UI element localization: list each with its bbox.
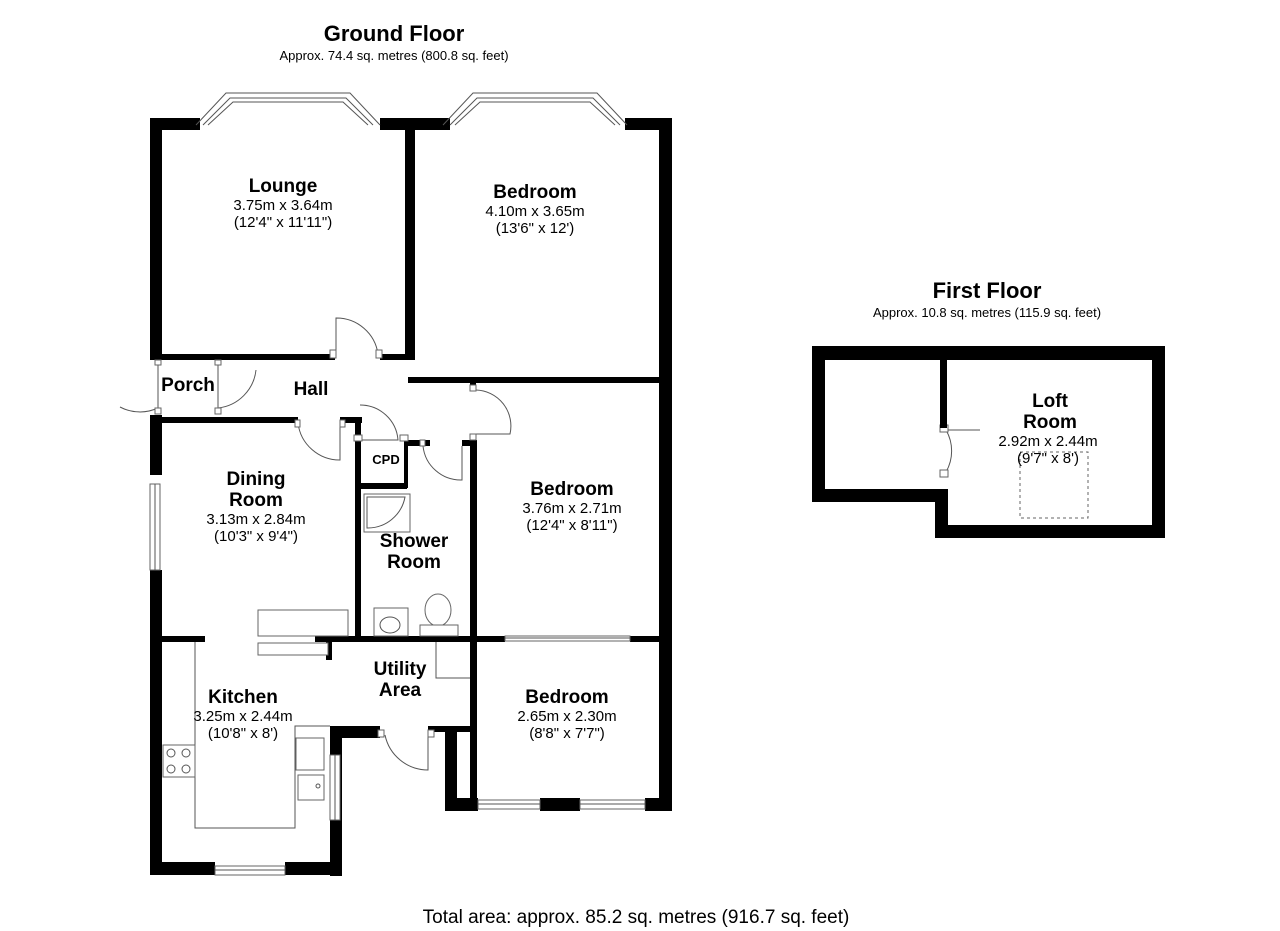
- room-dim-lounge-m: 3.75m x 3.64m: [233, 197, 332, 214]
- room-label-bedroom-2: Bedroom: [530, 479, 613, 500]
- room-label-lounge: Lounge: [249, 176, 318, 197]
- room-label-shower-2: Room: [387, 552, 441, 573]
- room-label-hall: Hall: [294, 379, 329, 400]
- room-label-loft-1: Loft: [1032, 391, 1069, 412]
- room-label-utility-1: Utility: [374, 659, 427, 680]
- room-label-loft-2: Room: [1023, 412, 1077, 433]
- ground-floor-area: Approx. 74.4 sq. metres (800.8 sq. feet): [279, 48, 508, 63]
- first-floor-area: Approx. 10.8 sq. metres (115.9 sq. feet): [873, 305, 1101, 320]
- windows: [149, 483, 646, 876]
- room-dim-loft-m: 2.92m x 2.44m: [998, 433, 1097, 450]
- first-floor-walls: [812, 346, 1165, 538]
- room-dim-loft-ft: (9'7" x 8'): [1017, 450, 1079, 467]
- bay-window-lounge: [195, 92, 381, 126]
- room-dim-bedroom-1-ft: (13'6" x 12'): [496, 220, 575, 237]
- room-dim-kitchen-ft: (10'8" x 8'): [208, 725, 278, 742]
- room-dim-bedroom-2-ft: (12'4" x 8'11"): [526, 517, 617, 534]
- room-label-bedroom-3: Bedroom: [525, 687, 608, 708]
- ground-floor-walls: [150, 118, 672, 876]
- room-dim-dining-ft: (10'3" x 9'4"): [214, 528, 298, 545]
- fixtures: [162, 451, 1089, 829]
- first-floor-title: First Floor: [933, 278, 1042, 303]
- room-label-dining-2: Room: [229, 490, 283, 511]
- room-label-shower-1: Shower: [380, 531, 449, 552]
- room-label-dining-1: Dining: [226, 469, 285, 490]
- room-dim-bedroom-1-m: 4.10m x 3.65m: [485, 203, 584, 220]
- room-dim-bedroom-3-m: 2.65m x 2.30m: [517, 708, 616, 725]
- room-dim-bedroom-2-m: 3.76m x 2.71m: [522, 500, 621, 517]
- ground-floor-title: Ground Floor: [324, 21, 465, 46]
- room-label-utility-2: Area: [379, 680, 422, 701]
- room-dim-kitchen-m: 3.25m x 2.44m: [193, 708, 292, 725]
- room-label-porch: Porch: [161, 375, 215, 396]
- room-label-kitchen: Kitchen: [208, 687, 278, 708]
- bay-window-bedroom: [442, 92, 628, 126]
- room-label-cpd: CPD: [372, 452, 399, 467]
- room-label-bedroom-1: Bedroom: [493, 182, 576, 203]
- room-dim-lounge-ft: (12'4" x 11'11"): [234, 214, 332, 231]
- room-dim-dining-m: 3.13m x 2.84m: [206, 511, 305, 528]
- total-area: Total area: approx. 85.2 sq. metres (916…: [423, 907, 850, 928]
- room-dim-bedroom-3-ft: (8'8" x 7'7"): [529, 725, 605, 742]
